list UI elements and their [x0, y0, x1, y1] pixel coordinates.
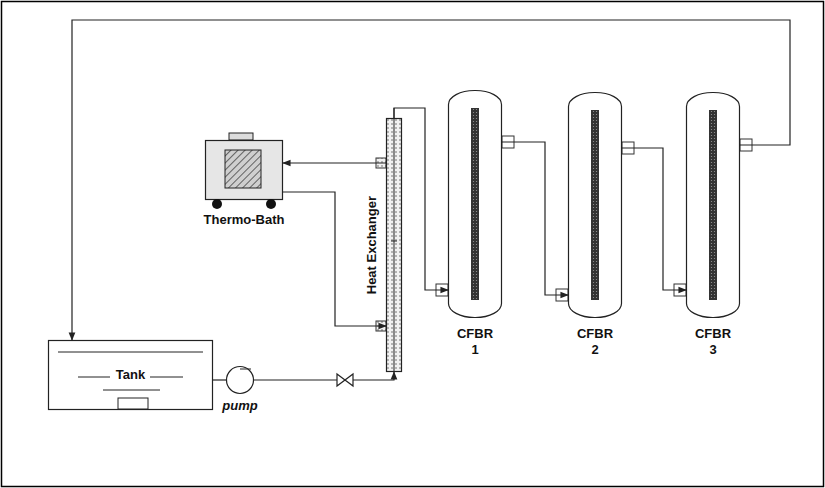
cyl-outline [568, 92, 622, 318]
node-label: pump [222, 398, 257, 414]
node-label: CFBR 3 [691, 326, 735, 359]
reactor-column: CFBR 3 [686, 92, 740, 318]
node-label: Heat Exchanger [364, 196, 380, 294]
cyl-outline [448, 90, 502, 318]
heat-exchanger: Heat Exchanger [386, 118, 402, 372]
cyl-outline [686, 92, 740, 318]
pipe-connector [72, 20, 790, 340]
reactor-column: CFBR 1 [448, 90, 502, 318]
bath-outline [205, 140, 283, 200]
pipe-connector [622, 148, 686, 290]
pipe-connector [502, 142, 568, 295]
pipe-connector [254, 372, 394, 380]
reactor-column: CFBR 2 [568, 92, 622, 318]
pipe-connector [394, 108, 448, 290]
node-label: CFBR 1 [453, 326, 497, 359]
pump-outline [226, 366, 254, 394]
tank: Tank [48, 340, 213, 410]
pump: pump [226, 366, 254, 394]
pipe-connector [283, 192, 386, 326]
thermo-bath: Thermo-Bath [205, 140, 283, 200]
node-label: Thermo-Bath [204, 212, 285, 228]
pipe-connector [213, 379, 226, 380]
hx-outline [386, 118, 402, 372]
node-label: CFBR 2 [573, 326, 617, 359]
node-label: Tank [116, 367, 145, 383]
pipe-connector [283, 162, 386, 163]
